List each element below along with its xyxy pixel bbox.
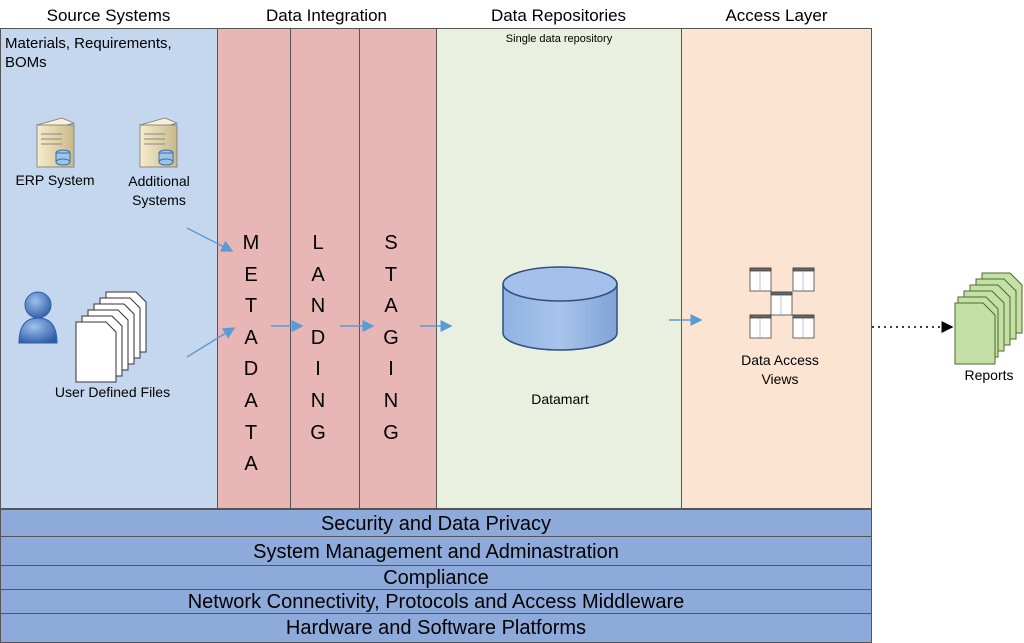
repository-subtitle: Single data repository bbox=[505, 33, 613, 45]
landing-column bbox=[290, 28, 360, 509]
flow-arrows bbox=[186, 227, 703, 358]
band-security: Security and Data Privacy bbox=[0, 509, 872, 537]
header-data-integration: Data Integration bbox=[266, 6, 387, 25]
source-topnote: Materials, Requirements, BOMs bbox=[5, 35, 172, 71]
band-network: Network Connectivity, Protocols and Acce… bbox=[0, 589, 872, 614]
band-hardware-software: Hardware and Software Platforms bbox=[0, 613, 872, 643]
reports-label: Reports bbox=[964, 367, 1014, 383]
user-defined-files-label: User Defined Files bbox=[54, 384, 171, 400]
additional-systems-label: Additional Systems bbox=[128, 173, 190, 208]
header-access-layer: Access Layer bbox=[725, 6, 828, 25]
metadata-column bbox=[217, 28, 291, 509]
documents-stack-icon bbox=[75, 291, 147, 383]
erp-system-label: ERP System bbox=[15, 172, 95, 188]
user-icon bbox=[18, 291, 58, 344]
header-source-systems: Source Systems bbox=[46, 6, 171, 25]
access-layer-column bbox=[681, 28, 872, 509]
data-access-views-icon bbox=[749, 267, 815, 339]
datamart-label: Datamart bbox=[531, 391, 589, 407]
data-access-views-label: Data Access Views bbox=[741, 352, 819, 387]
erp-server-icon bbox=[35, 117, 76, 168]
band-system-management: System Management and Adminastration bbox=[0, 536, 872, 566]
datamart-database-icon bbox=[502, 266, 618, 351]
additional-systems-server-icon bbox=[138, 117, 179, 168]
band-compliance: Compliance bbox=[0, 565, 872, 590]
header-data-repositories: Data Repositories bbox=[490, 6, 627, 25]
reports-stack-icon bbox=[954, 272, 1023, 365]
